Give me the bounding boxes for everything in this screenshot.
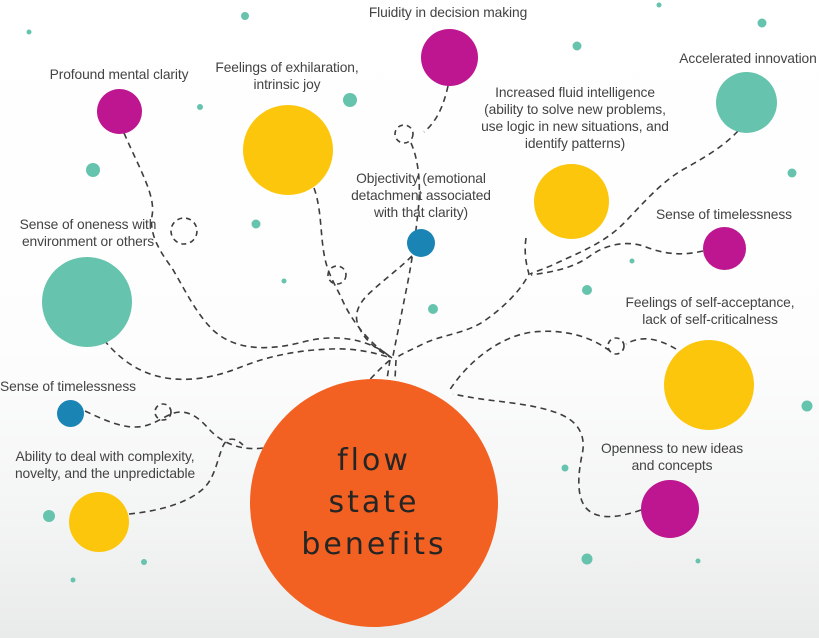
decor-dot — [561, 464, 569, 472]
decor-dot — [281, 278, 287, 284]
string-loop — [327, 265, 347, 285]
circle-profound-clarity — [97, 89, 142, 134]
label-fluidity: Fluidity in decision making — [368, 5, 528, 20]
decor-dot — [26, 29, 32, 35]
decor-dot — [241, 12, 249, 20]
circle-oneness — [42, 257, 132, 347]
decor-dot — [86, 163, 100, 177]
circle-fluidity — [421, 29, 478, 86]
string-loop — [607, 337, 625, 355]
circle-openness — [641, 480, 699, 538]
label-self-acceptance: Feelings of self-acceptance, lack of sel… — [625, 295, 795, 328]
label-fluid-intelligence: Increased fluid intelligence (ability to… — [481, 85, 669, 152]
connector-objectivity — [355, 255, 413, 358]
label-complexity: Ability to deal with complexity, novelty… — [14, 449, 196, 482]
label-profound-clarity: Profound mental clarity — [49, 67, 189, 82]
circle-timelessness-left — [57, 400, 84, 427]
string-loop — [394, 124, 414, 144]
circle-accelerated-innovation — [716, 72, 777, 133]
center-title: flow state benefits — [301, 443, 447, 562]
label-timelessness-right: Sense of timelessness — [656, 207, 792, 222]
decor-dot — [70, 577, 76, 583]
connector-timelessness-right — [530, 242, 704, 276]
connector-knot-strings — [386, 359, 397, 380]
connector-exhilaration — [313, 187, 393, 359]
decor-dot — [343, 93, 357, 107]
decor-dot — [582, 285, 592, 295]
connector-openness — [452, 393, 642, 518]
circle-objectivity — [407, 229, 435, 257]
circle-fluid-intelligence — [534, 164, 609, 239]
decor-dot — [629, 258, 635, 264]
label-openness: Openness to new ideas and concepts — [600, 441, 744, 474]
decor-dot — [757, 18, 767, 28]
decor-dot — [572, 41, 582, 51]
circle-complexity — [69, 492, 129, 552]
connector-profound-clarity — [123, 132, 393, 359]
decor-dot — [251, 219, 261, 229]
string-loop — [154, 403, 172, 421]
string-loop — [170, 217, 198, 245]
decor-dot — [695, 558, 701, 564]
decor-dot — [787, 168, 797, 178]
connector-fluid-intelligence — [395, 237, 530, 359]
center-circle: flow state benefits — [250, 379, 498, 627]
decor-dot — [801, 400, 813, 412]
label-exhilaration: Feelings of exhilaration, intrinsic joy — [215, 60, 359, 93]
label-timelessness-left: Sense of timelessness — [0, 379, 136, 394]
circle-exhilaration — [243, 105, 333, 195]
connector-oneness — [103, 339, 392, 381]
circle-timelessness-right — [703, 227, 746, 270]
label-oneness: Sense of oneness with environment or oth… — [19, 217, 157, 250]
decor-dot — [428, 304, 438, 314]
connector-self-acceptance — [448, 330, 677, 392]
decor-dot — [581, 553, 593, 565]
connector-complexity — [128, 438, 244, 515]
circle-self-acceptance — [664, 340, 754, 430]
decor-dot — [43, 510, 55, 522]
label-accelerated-innovation: Accelerated innovation — [679, 51, 817, 66]
connector-accelerated-innovation — [529, 130, 739, 275]
label-objectivity: Objectivity (emotional detachment associ… — [351, 171, 491, 221]
decor-dot — [141, 559, 147, 565]
decor-dot — [197, 104, 203, 110]
decor-dot — [656, 2, 662, 8]
